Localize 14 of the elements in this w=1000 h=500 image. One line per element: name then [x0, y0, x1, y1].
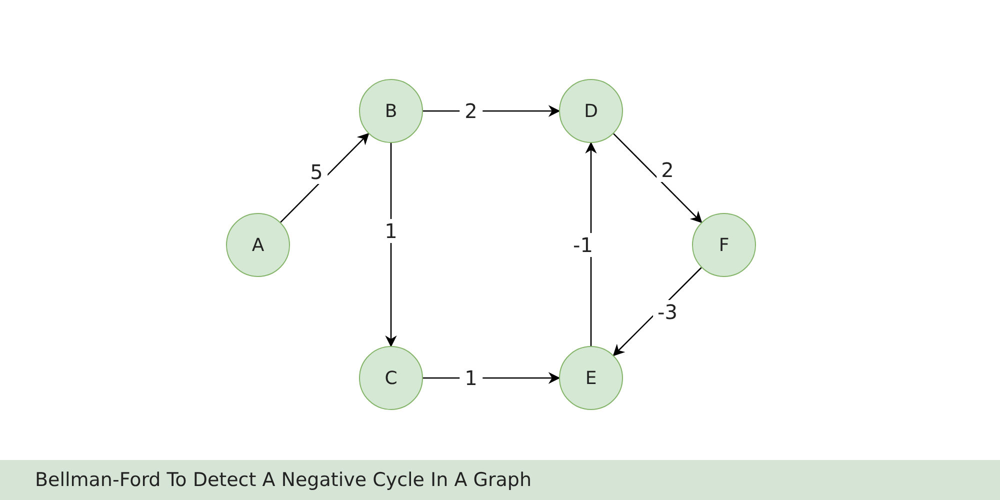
caption: Bellman-Ford To Detect A Negative Cycle In A Graph [35, 469, 532, 491]
arrow [613, 133, 702, 224]
node-label: C [384, 368, 398, 388]
node-label: A [252, 234, 264, 256]
arrow [423, 372, 560, 384]
node-label: D [584, 100, 598, 122]
arrow [585, 142, 597, 346]
graph-node-circle [692, 213, 756, 277]
arrow [423, 105, 560, 117]
arrow [385, 143, 397, 348]
node-label: E [585, 368, 597, 388]
node-label: B [384, 100, 398, 122]
arrow [280, 132, 370, 223]
node-label: F [718, 234, 730, 256]
